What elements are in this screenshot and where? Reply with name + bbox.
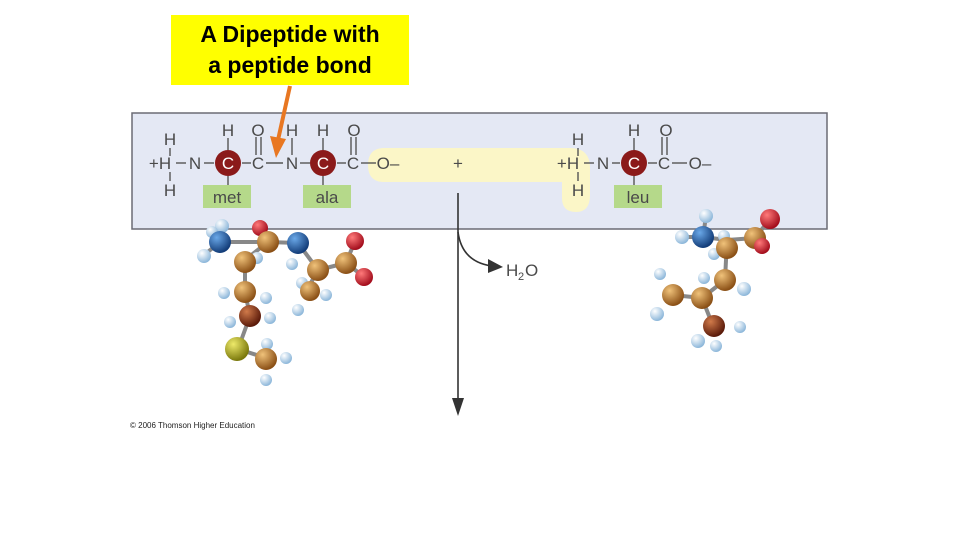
peptide-bond-pointer-arrow [270, 85, 292, 158]
title-line-2: a peptide bond [208, 52, 372, 78]
nitrogen-ball [209, 231, 231, 253]
title-line-1: A Dipeptide with [200, 21, 380, 47]
hydrogen-ball [698, 272, 710, 284]
carbon-ball [255, 348, 277, 370]
atom-h-leu-alpha: H [628, 121, 640, 140]
hydrogen-ball [280, 352, 292, 364]
hydrogen-ball [292, 304, 304, 316]
hydrogen-ball [224, 316, 236, 328]
hydrogen-ball [260, 374, 272, 386]
leucine-atoms [650, 209, 780, 352]
atom-c-leu-carbonyl: C [658, 154, 670, 173]
carbon-ball [691, 287, 713, 309]
atom-h-met-alpha: H [222, 121, 234, 140]
atom-plus-h-leu: +H [557, 154, 579, 173]
atom-h-leu-bottom: H [572, 181, 584, 200]
residue-label-met: met [213, 188, 242, 207]
copyright-credit: © 2006 Thomson Higher Education [130, 421, 255, 430]
hydrogen-ball [710, 340, 722, 352]
nitrogen-ball [692, 226, 714, 248]
carbon-ball [239, 305, 261, 327]
residue-tag-ala [303, 185, 351, 208]
atom-n-leu: N [597, 154, 609, 173]
hydrogen-ball [650, 307, 664, 321]
residue-tag-leu [614, 185, 662, 208]
hydrogen-ball [691, 334, 705, 348]
oxygen-ball [760, 209, 780, 229]
residue-label-ala: ala [316, 188, 339, 207]
hydrogen-ball [264, 312, 276, 324]
atom-n-met: N [189, 154, 201, 173]
atom-plus-h: +H [149, 154, 171, 173]
carbon-ball [335, 252, 357, 274]
residue-tag-met [203, 185, 251, 208]
nitrogen-ball [287, 232, 309, 254]
carbon-ball [662, 284, 684, 306]
hydrogen-ball [260, 292, 272, 304]
oxygen-ball [754, 238, 770, 254]
hydrogen-ball [320, 289, 332, 301]
atom-h-peptide: H [286, 121, 298, 140]
atom-h-ala-alpha: H [317, 121, 329, 140]
oxygen-ball [346, 232, 364, 250]
hydrogen-ball [699, 209, 713, 223]
carbon-ball [300, 281, 320, 301]
carbon-ball [234, 281, 256, 303]
hydrogen-ball [734, 321, 746, 333]
atom-o-minus-leu: O– [689, 154, 712, 173]
carbon-ball [703, 315, 725, 337]
alpha-carbon-ala [310, 150, 336, 176]
alpha-carbon-leu [621, 150, 647, 176]
hydrogen-ball [197, 249, 211, 263]
atom-h-amino-bottom: H [164, 181, 176, 200]
atom-h-leu-top: H [572, 130, 584, 149]
atom-o-minus-ala: O– [377, 154, 400, 173]
carbon-ball [714, 269, 736, 291]
reaction-arrow [457, 193, 493, 402]
atom-n-peptide: N [286, 154, 298, 173]
formula-panel [131, 112, 828, 230]
hydrogen-ball [261, 338, 273, 350]
atom-h-amino-top: H [164, 130, 176, 149]
water-o: O [525, 261, 538, 280]
atom-c-ala-carbonyl: C [347, 154, 359, 173]
water-subscript: 2 [518, 271, 524, 283]
formula-bonds [169, 137, 687, 186]
alpha-carbon-met [215, 150, 241, 176]
carbon-ball [257, 231, 279, 253]
water-highlight [368, 148, 590, 212]
residue-label-leu: leu [627, 188, 650, 207]
hydrogen-ball [675, 230, 689, 244]
hydrogen-ball [654, 268, 666, 280]
atom-c-leu: C [628, 154, 640, 173]
dipeptide-atoms [197, 219, 373, 386]
hydrogen-ball [737, 282, 751, 296]
atom-c-met-carbonyl: C [252, 154, 264, 173]
atom-c-met: C [222, 154, 234, 173]
carbon-ball [234, 251, 256, 273]
atom-o-ala-carbonyl: O [347, 121, 360, 140]
hydrogen-ball [218, 287, 230, 299]
water-arrow-head [488, 259, 503, 273]
water-h: H [506, 261, 518, 280]
carbon-ball [307, 259, 329, 281]
plus-sign: + [453, 154, 463, 173]
reaction-arrow-head [452, 398, 464, 416]
carbon-ball [716, 237, 738, 259]
hydrogen-ball [286, 258, 298, 270]
atom-c-ala: C [317, 154, 329, 173]
sulfur-ball [225, 337, 249, 361]
hydrogen-ball [215, 219, 229, 233]
title-box: A Dipeptide with a peptide bond [171, 15, 409, 85]
oxygen-ball [355, 268, 373, 286]
atom-o-leu-carbonyl: O [659, 121, 672, 140]
atom-o-met-carbonyl: O [251, 121, 264, 140]
